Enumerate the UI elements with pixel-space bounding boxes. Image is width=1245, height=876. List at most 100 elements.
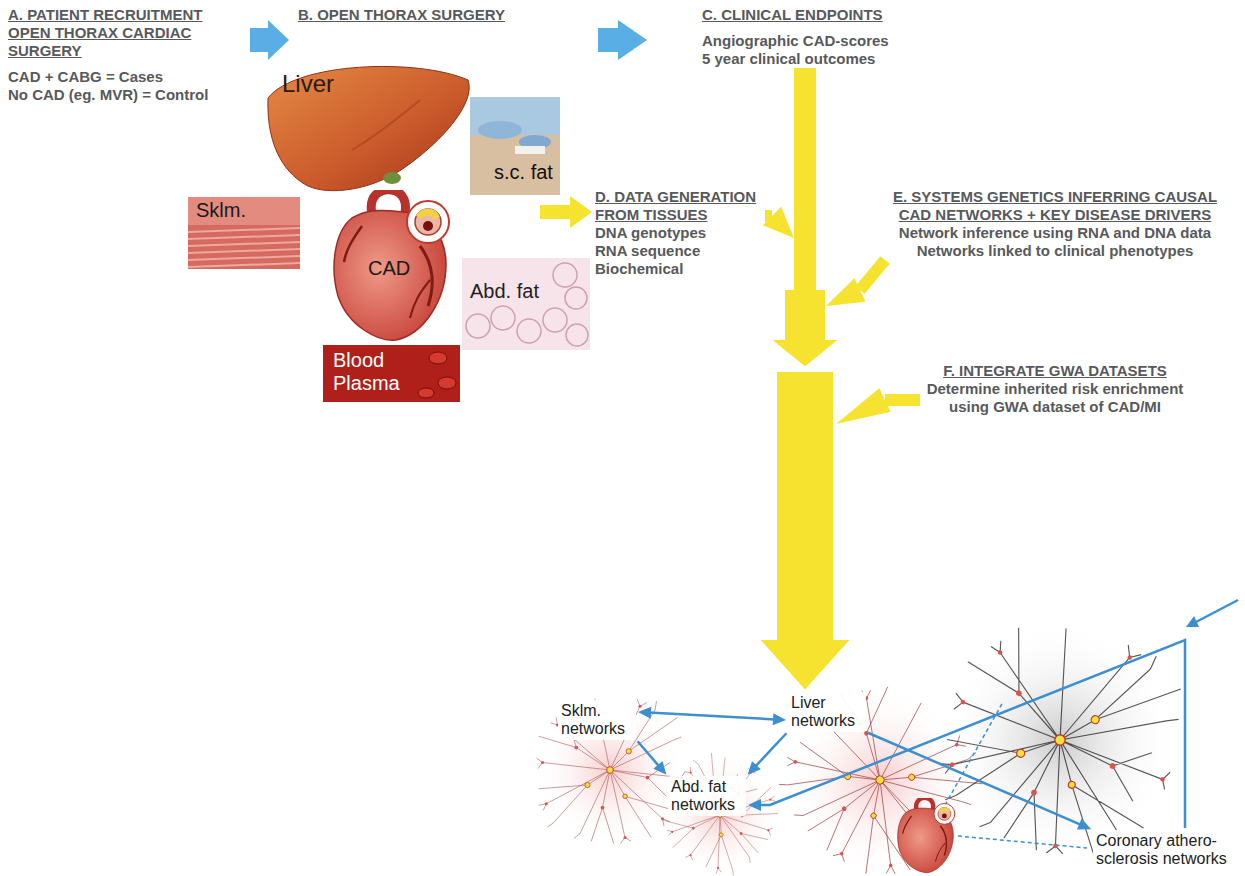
network-label: Abd. fat networks — [671, 778, 743, 814]
connector-shaft — [794, 68, 816, 290]
muscle-photo — [188, 197, 300, 269]
connector-shaft — [868, 733, 1081, 825]
step-block: B. OPEN THORAX SURGERY — [292, 6, 595, 60]
step-detail: Biochemical — [595, 260, 765, 278]
arrow-head — [773, 340, 837, 366]
step-block: C. CLINICAL ENDPOINTS Angiographic CAD-sc… — [650, 6, 912, 68]
connector — [761, 207, 849, 689]
network-label: Liver networks — [791, 694, 863, 730]
step-heading: F. INTEGRATE GWA DATASETS — [920, 362, 1190, 380]
tissue-label: Abd. fat — [470, 280, 590, 303]
connector-shaft — [885, 394, 920, 406]
blood-photo — [323, 345, 460, 402]
step-detail: Determine inherited risk enrichment usin… — [920, 380, 1190, 416]
arrow-head — [748, 761, 761, 775]
step-heading: C. CLINICAL ENDPOINTS — [702, 6, 912, 24]
arrow-head — [763, 207, 794, 238]
connector-shaft — [598, 28, 618, 52]
fat-cell — [543, 308, 567, 332]
step-block: F. INTEGRATE GWA DATASETSDetermine inher… — [920, 362, 1190, 416]
step-block: D. DATA GENERATION FROM TISSUESDNA genot… — [595, 188, 765, 278]
step-heading: A. PATIENT RECRUITMENT OPEN THORAX CARDI… — [8, 6, 230, 60]
tissue-picture: Liver — [268, 66, 468, 194]
connector-shaft — [777, 430, 833, 640]
fat-cell — [553, 263, 577, 287]
gallbladder — [383, 172, 401, 184]
liver-lobe-line — [352, 100, 420, 150]
step-heading: E. SYSTEMS GENETICS INFERRING CAUSAL CAD… — [885, 188, 1225, 224]
network-label-box: Coronary athero- sclerosis networks — [1093, 830, 1239, 870]
step-detail: DNA genotypes — [595, 224, 765, 242]
tissue-label: CAD — [368, 257, 455, 280]
network-label: Sklm. networks — [561, 702, 633, 738]
connector-shaft — [777, 372, 833, 640]
tissue-label: Liver — [282, 70, 468, 98]
arrow-head — [570, 196, 592, 228]
liver-network — [756, 658, 1004, 876]
tissue-label: Blood Plasma — [333, 349, 423, 395]
arrow-head — [836, 388, 891, 424]
arrow-head — [773, 340, 837, 366]
fat-cell — [565, 287, 587, 309]
connector — [598, 20, 647, 60]
connector — [868, 733, 1091, 830]
step-block: A. PATIENT RECRUITMENT OPEN THORAX CARDI… — [8, 6, 230, 104]
arrow-head — [618, 20, 647, 60]
connector-shaft — [777, 372, 833, 640]
arrow-head — [1186, 616, 1199, 627]
connector — [748, 733, 787, 775]
network-label-box: Sklm. networks — [558, 700, 636, 740]
liver-shape — [268, 66, 469, 190]
tissue-picture: Abd. fat — [462, 258, 590, 350]
blood-cell — [438, 377, 456, 389]
connector-shaft — [785, 290, 825, 340]
connectors — [250, 20, 1185, 830]
arrow-head — [826, 278, 866, 306]
muscle-photo — [188, 197, 300, 225]
tissue-picture: Blood Plasma — [323, 345, 460, 402]
arrow-head — [761, 640, 849, 689]
arrow-head — [761, 640, 849, 689]
tissue-picture: Sklm. — [188, 197, 300, 269]
muscle-network — [537, 699, 686, 844]
connector — [748, 640, 1185, 828]
arrow-head — [773, 713, 786, 725]
fat-network — [648, 741, 794, 876]
muscle-fibres — [188, 228, 300, 267]
step-detail: RNA sequence — [595, 242, 765, 260]
network-label-box: Liver networks — [788, 692, 866, 732]
fat-tissue — [462, 258, 590, 350]
step-detail: Angiographic CAD-scores — [702, 32, 912, 50]
network-glow — [660, 755, 780, 875]
connector — [761, 388, 920, 689]
network-label-box: Abd. fat networks — [668, 776, 746, 816]
connector-shaft — [649, 713, 775, 720]
tissue-picture: CAD — [330, 195, 455, 340]
connector-shaft — [777, 372, 833, 640]
blood-cell — [429, 352, 447, 364]
step-detail: No CAD (eg. MVR) = Control — [8, 86, 230, 104]
connector-shaft — [250, 28, 268, 52]
tissue-label: Sklm. — [196, 199, 300, 222]
step-detail: 5 year clinical outcomes — [702, 50, 912, 68]
connector — [761, 68, 849, 689]
step-detail: Network inference using RNA and DNA data — [885, 224, 1225, 242]
arrow-head — [761, 640, 849, 689]
step-heading: D. DATA GENERATION FROM TISSUES — [595, 188, 765, 224]
arrow-head — [773, 340, 837, 366]
fat-cells — [466, 263, 588, 346]
connector — [761, 260, 885, 689]
fat-cell — [466, 314, 490, 338]
leader-line — [958, 836, 1087, 848]
connector-shaft — [540, 205, 570, 219]
glove — [478, 121, 522, 139]
tissue-picture: s.c. fat — [470, 97, 560, 195]
arrow-head — [761, 640, 849, 689]
step-block: E. SYSTEMS GENETICS INFERRING CAUSAL CAD… — [885, 188, 1225, 260]
connector-shaft — [755, 733, 786, 766]
heart-icon — [898, 798, 955, 873]
tissue-label: s.c. fat — [494, 161, 560, 184]
fat-photo — [470, 97, 560, 195]
